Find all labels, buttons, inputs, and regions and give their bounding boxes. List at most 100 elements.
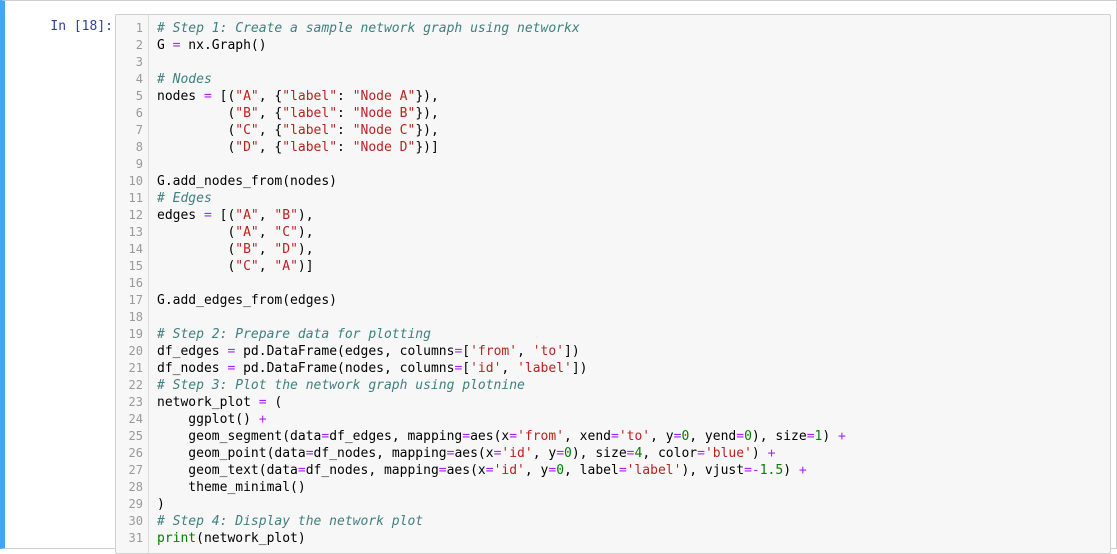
code-token: print <box>157 531 197 546</box>
code-token: : <box>337 123 353 138</box>
code-token: df_edges, mapping <box>329 429 463 444</box>
code-token: = <box>697 446 705 461</box>
code-token: G <box>157 38 173 53</box>
code-token: 'from' <box>517 429 565 444</box>
code-token: ( <box>266 395 283 410</box>
code-token: ) <box>783 463 799 478</box>
code-token: "A" <box>235 225 259 240</box>
code-token: , { <box>258 140 283 155</box>
code-line[interactable]: 22# Step 3: Plot the network graph using… <box>116 377 1110 394</box>
code-token: "C" <box>235 259 259 274</box>
code-token: = <box>438 463 447 478</box>
code-token: # Nodes <box>157 72 212 87</box>
code-token: , { <box>258 123 283 138</box>
code-token: = <box>493 446 502 461</box>
code-token: "A" <box>235 89 259 104</box>
code-token: }), <box>415 106 439 121</box>
code-line[interactable]: 28 theme_minimal() <box>116 479 1110 496</box>
code-token: = <box>446 446 455 461</box>
code-token: ( <box>157 106 236 121</box>
code-token: + <box>838 429 846 444</box>
code-token: 'label' <box>517 361 572 376</box>
code-text: df_edges = pd.DataFrame(edges, columns=[… <box>157 343 580 360</box>
code-line[interactable]: 18 <box>116 309 1110 326</box>
code-token: geom_text(data <box>157 463 298 478</box>
code-token: , <box>258 225 275 240</box>
code-token: "Node A" <box>352 89 416 104</box>
code-token: 4 <box>634 446 643 461</box>
line-number: 27 <box>128 463 143 477</box>
code-token: 1.5 <box>759 463 784 478</box>
code-line[interactable]: 13 ("A", "C"), <box>116 224 1110 241</box>
code-token: , label <box>564 463 619 478</box>
code-token: : <box>337 106 353 121</box>
line-number: 6 <box>135 106 143 120</box>
code-token: = <box>485 463 494 478</box>
code-line[interactable]: 29) <box>116 496 1110 513</box>
code-text: edges = [("A", "B"), <box>157 207 314 224</box>
line-number: 18 <box>128 310 143 324</box>
code-token: ), size <box>571 446 627 461</box>
code-line[interactable]: 6 ("B", {"label": "Node B"}), <box>116 105 1110 122</box>
code-text: ("C", "A")] <box>157 258 313 275</box>
code-line[interactable]: 25 geom_segment(data=df_edges, mapping=a… <box>116 428 1110 445</box>
code-editor[interactable]: 1# Step 1: Create a sample network graph… <box>115 14 1111 554</box>
code-text: ("C", {"label": "Node C"}), <box>157 122 438 139</box>
code-line[interactable]: 4# Nodes <box>116 71 1110 88</box>
code-line[interactable]: 21 df_nodes = pd.DataFrame(nodes, columns… <box>116 360 1110 377</box>
line-number: 21 <box>128 361 143 375</box>
code-line[interactable]: 3 <box>116 54 1110 71</box>
code-token: aes(x <box>470 429 510 444</box>
code-token: , <box>517 344 533 359</box>
code-text: ) <box>157 496 165 513</box>
code-line[interactable]: 27 geom_text(data=df_nodes, mapping=aes(… <box>116 462 1110 479</box>
code-line[interactable]: 24 ggplot() + <box>116 411 1110 428</box>
code-line[interactable]: 1# Step 1: Create a sample network graph… <box>116 20 1110 37</box>
code-line[interactable]: 9 <box>116 156 1110 173</box>
code-line[interactable]: 16 <box>116 275 1110 292</box>
code-token: = <box>258 395 267 410</box>
code-text: # Step 3: Plot the network graph using p… <box>157 377 525 394</box>
code-token: = <box>297 463 306 478</box>
code-token: "C" <box>274 225 298 240</box>
code-token: + <box>767 446 776 461</box>
code-token: "A" <box>235 208 259 223</box>
code-line[interactable]: 8 ("D", {"label": "Node D"})] <box>116 139 1110 156</box>
code-token: })] <box>415 140 439 155</box>
code-token: [( <box>211 89 236 104</box>
code-text: df_nodes = pd.DataFrame(nodes, columns=[… <box>157 360 588 377</box>
code-token: nx.Graph() <box>180 38 267 53</box>
code-line[interactable]: 14 ("B", "D"), <box>116 241 1110 258</box>
code-line[interactable]: 15 ("C", "A")] <box>116 258 1110 275</box>
line-number: 11 <box>128 191 143 205</box>
code-line[interactable]: 11# Edges <box>116 190 1110 207</box>
line-number: 13 <box>128 225 143 239</box>
code-token: 0 <box>564 446 572 461</box>
code-text: # Step 2: Prepare data for plotting <box>157 326 431 343</box>
code-token: , y <box>650 429 674 444</box>
code-token: , <box>258 259 275 274</box>
code-line[interactable]: 30# Step 4: Display the network plot <box>116 513 1110 530</box>
code-token: "label" <box>282 140 338 155</box>
code-token: 0 <box>744 429 752 444</box>
line-number: 29 <box>128 497 143 511</box>
code-line[interactable]: 7 ("C", {"label": "Node C"}), <box>116 122 1110 139</box>
code-text: # Step 1: Create a sample network graph … <box>157 20 580 37</box>
code-token: ) <box>822 429 839 444</box>
code-token: ( <box>157 123 236 138</box>
code-token: = <box>227 361 236 376</box>
code-token: , <box>258 242 275 257</box>
code-line[interactable]: 26 geom_point(data=df_nodes, mapping=aes… <box>116 445 1110 462</box>
code-token: = <box>806 429 815 444</box>
code-line[interactable]: 19# Step 2: Prepare data for plotting <box>116 326 1110 343</box>
code-token: "label" <box>282 123 338 138</box>
